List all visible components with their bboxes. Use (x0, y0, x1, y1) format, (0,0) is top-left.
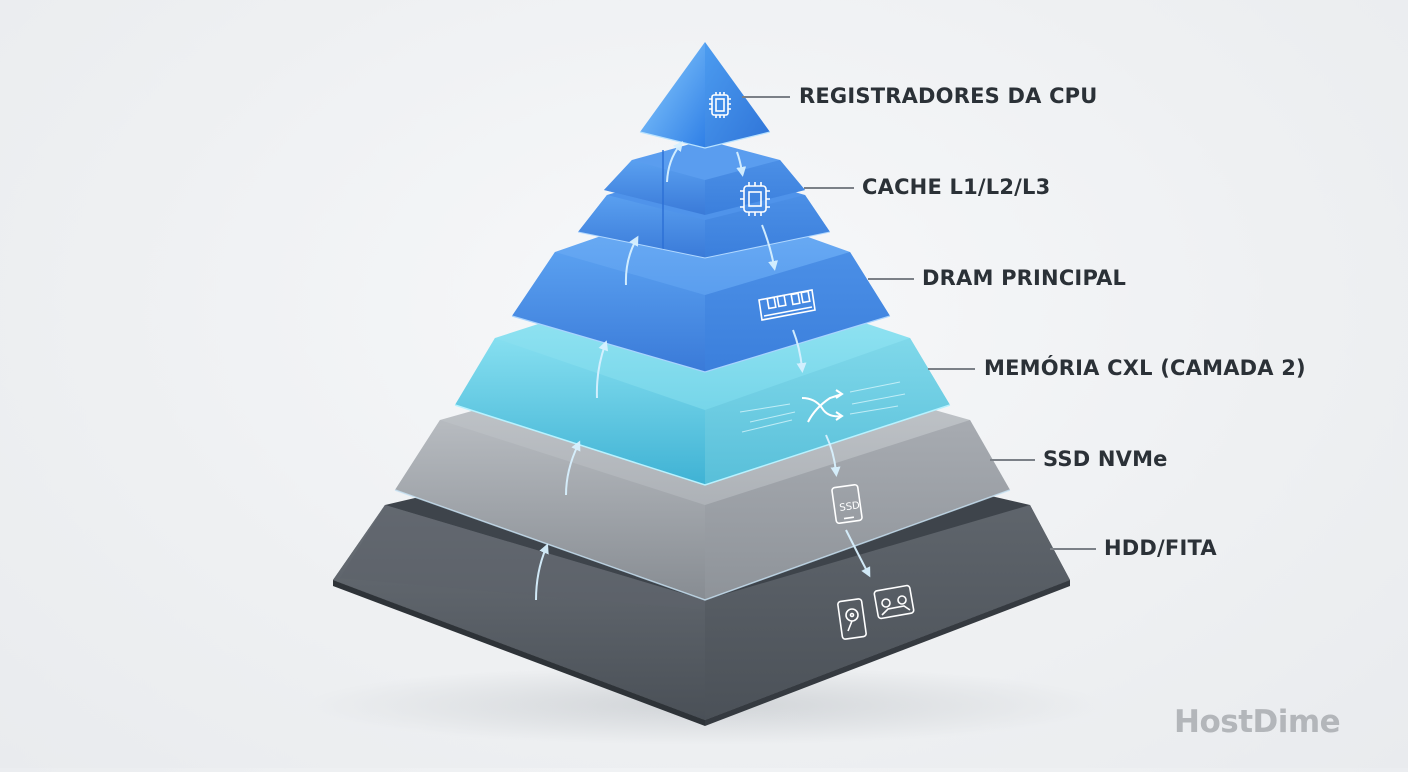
label-cpu-registers: REGISTRADORES DA CPU (799, 84, 1098, 108)
layer-cache (577, 140, 831, 259)
leader-line-cache (804, 187, 854, 189)
layer-dram (511, 200, 891, 373)
hdd-icon (837, 598, 867, 640)
cpu-chip-icon (740, 182, 770, 216)
leader-line-registers (742, 96, 790, 98)
label-cache: CACHE L1/L2/L3 (862, 175, 1051, 199)
hostdime-watermark: HostDime (1174, 704, 1341, 740)
label-hdd-tape: HDD/FITA (1104, 536, 1217, 560)
leader-line-hdd (1050, 548, 1096, 550)
leader-line-cxl (928, 368, 975, 370)
layer-cpu-registers (639, 42, 771, 149)
ram-module-icon (758, 289, 816, 321)
leader-line-ssd (990, 459, 1035, 461)
svg-text:SSD: SSD (839, 500, 861, 514)
leader-line-dram (868, 278, 914, 280)
crossbar-switch-icon (739, 381, 906, 433)
label-ssd-nvme: SSD NVMe (1043, 447, 1168, 471)
label-cxl-memory: MEMÓRIA CXL (CAMADA 2) (984, 356, 1306, 380)
ssd-icon: SSD (831, 483, 863, 525)
label-dram: DRAM PRINCIPAL (922, 266, 1127, 290)
cpu-chip-icon (709, 92, 731, 118)
tape-cassette-icon (873, 584, 915, 620)
data-flow-arrows (535, 141, 871, 601)
